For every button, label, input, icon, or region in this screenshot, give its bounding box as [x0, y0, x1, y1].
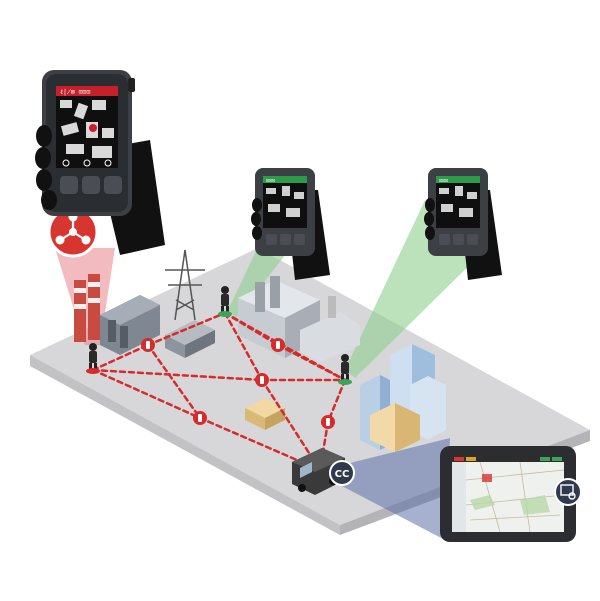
chimney-stacks — [74, 274, 100, 342]
sensor-node-icon[interactable] — [271, 338, 285, 352]
tablet-map-screen — [452, 456, 564, 532]
link-beam-blue — [322, 438, 450, 540]
city-towers — [360, 344, 446, 452]
sensor-node-icon[interactable] — [321, 415, 335, 429]
detector-button-center[interactable] — [82, 176, 100, 194]
detector-soft-keys[interactable] — [62, 159, 112, 167]
handheld-detector-left[interactable]: ⊡⊡⊡ — [251, 168, 330, 280]
sensor-node-icon[interactable] — [193, 411, 207, 425]
command-center-badge[interactable]: CC — [329, 460, 355, 486]
detector-header-text: ℓ∤⊠ ⊡⊡⊡ — [60, 88, 91, 96]
operator-figure-plant — [218, 286, 232, 317]
command-center-label: CC — [335, 469, 350, 480]
command-tablet[interactable] — [440, 446, 576, 542]
detector-header-text: ⊡⊡⊡ — [439, 178, 448, 184]
detector-screen — [436, 176, 480, 228]
detector-header-text: ⊡⊡⊡ — [266, 178, 275, 184]
operator-figure-alert — [86, 343, 100, 374]
storage-shed — [245, 398, 285, 430]
sensor-node-icon[interactable] — [255, 373, 269, 387]
sensor-node-icon[interactable] — [141, 338, 155, 352]
gear-screen-icon — [554, 478, 582, 506]
command-vehicle[interactable] — [292, 448, 345, 495]
handheld-detector-main[interactable]: ℓ∤⊠ ⊡⊡⊡ — [35, 70, 165, 255]
power-pylon — [165, 249, 205, 321]
detector-button-right[interactable] — [104, 176, 122, 194]
handheld-detector-right[interactable]: ⊡⊡⊡ — [424, 168, 502, 280]
substation — [165, 320, 215, 358]
industrial-plant — [238, 276, 360, 362]
detector-screen — [263, 176, 307, 228]
detector-button-left[interactable] — [60, 176, 78, 194]
operator-figure-city — [338, 354, 352, 385]
